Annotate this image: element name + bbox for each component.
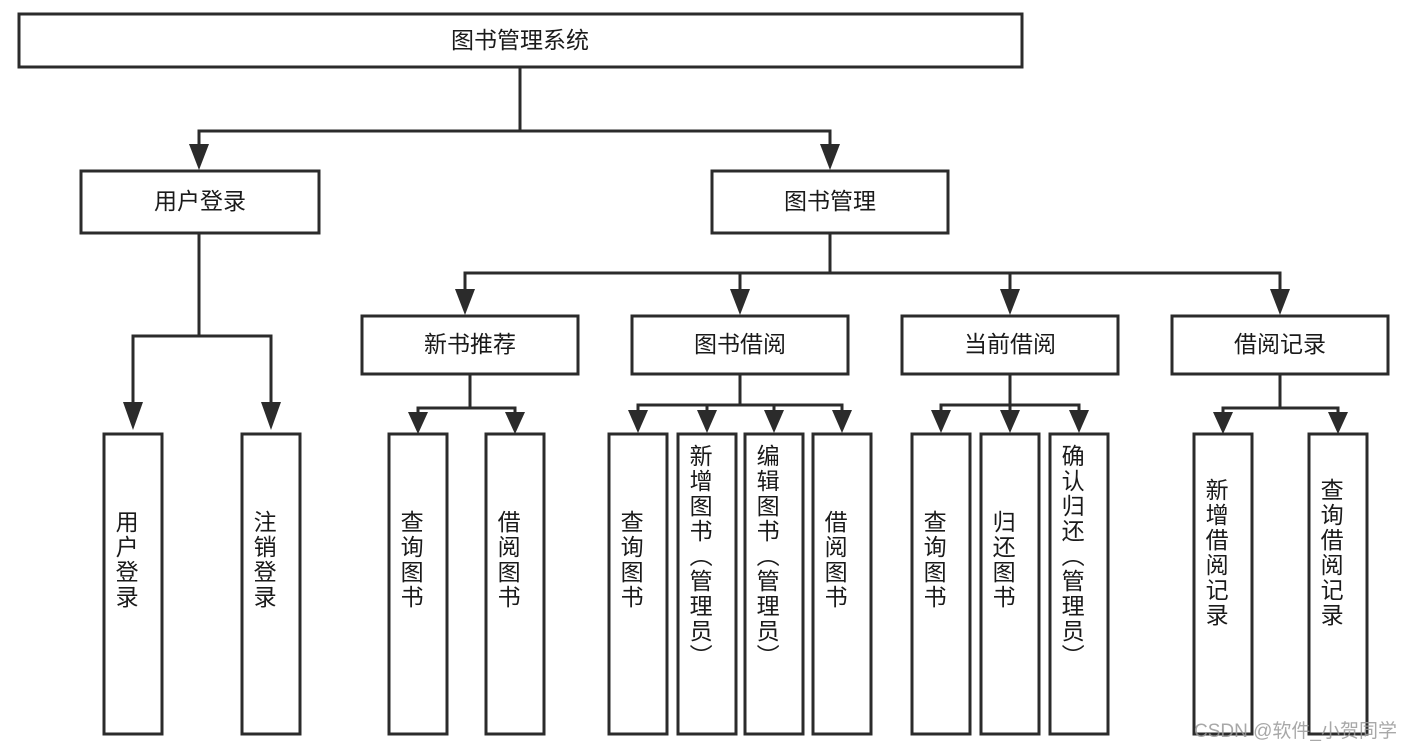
leaf-box-cb-query-book[interactable] <box>910 432 972 736</box>
node-root-label: 图书管理系统 <box>451 27 589 53</box>
leaf-box-cb-confirm-return[interactable] <box>1048 432 1110 736</box>
csdn-watermark: CSDN @软件_小贺同学 <box>1194 721 1397 742</box>
arrow-head-bb-leaf3 <box>764 410 784 433</box>
connector-group-userlogin <box>123 231 281 430</box>
arrow-head-bb-leaf4 <box>832 410 852 433</box>
arrow-head-newbook-leaf1 <box>408 412 428 434</box>
leaf-box-user-login[interactable] <box>102 432 164 736</box>
leaf-box-bb-borrow-book[interactable] <box>811 432 873 736</box>
arrow-head-userlogin <box>189 144 209 170</box>
node-borrow-record-label: 借阅记录 <box>1234 331 1326 357</box>
connector-group-borrowrecord <box>1213 373 1348 434</box>
arrow-head-bb-leaf2 <box>697 410 717 433</box>
node-book-management-label: 图书管理 <box>784 188 876 214</box>
connector-group-bookborrow <box>628 373 852 433</box>
arrow-head-br-leaf1 <box>1213 412 1233 434</box>
node-user-login-label: 用户登录 <box>154 188 246 214</box>
arrow-head-cb-leaf3 <box>1069 410 1089 433</box>
arrow-head-borrowrecord <box>1270 289 1290 315</box>
leaf-box-cb-return-book[interactable] <box>979 432 1041 736</box>
leaf-box-nb-borrow-book[interactable] <box>484 432 546 736</box>
connector-group-newbook <box>408 373 525 434</box>
arrow-head-cb-leaf2 <box>1000 410 1020 433</box>
leaf-box-br-add-record[interactable] <box>1192 432 1254 736</box>
leaf-box-bb-query-book[interactable] <box>607 432 669 736</box>
node-current-borrow-box[interactable] <box>900 314 1120 376</box>
arrow-head-br-leaf2 <box>1328 412 1348 434</box>
leaf-box-nb-query-book[interactable] <box>387 432 449 736</box>
leaf-box-logout[interactable] <box>240 432 302 736</box>
leaf-box-bb-edit-book[interactable] <box>743 432 805 736</box>
node-book-borrow-box[interactable] <box>630 314 850 376</box>
arrow-head-bookborrow <box>730 289 750 315</box>
node-root-box[interactable] <box>17 12 1024 69</box>
node-new-book-recommend-label: 新书推荐 <box>424 331 516 357</box>
arrow-head-leaf-user-login <box>123 402 143 430</box>
arrow-head-bookmgmt <box>820 144 840 170</box>
node-user-login-box[interactable] <box>79 169 321 235</box>
node-borrow-record-box[interactable] <box>1170 314 1390 376</box>
arrow-head-leaf-logout <box>261 402 281 430</box>
arrow-head-newbook <box>455 289 475 315</box>
connector-group-root <box>189 65 840 170</box>
connector-group-bookmgmt <box>455 231 1290 315</box>
node-current-borrow-label: 当前借阅 <box>964 331 1056 357</box>
node-book-management-box[interactable] <box>710 169 950 235</box>
leaf-box-br-query-record[interactable] <box>1307 432 1369 736</box>
arrow-head-currentborrow <box>1000 289 1020 315</box>
node-new-book-recommend-box[interactable] <box>360 314 580 376</box>
arrow-head-newbook-leaf2 <box>505 412 525 434</box>
leaf-box-bb-add-book[interactable] <box>676 432 738 736</box>
connector-group-currentborrow <box>931 373 1089 433</box>
node-book-borrow-label: 图书借阅 <box>694 331 786 357</box>
arrow-head-bb-leaf1 <box>628 410 648 433</box>
arrow-head-cb-leaf1 <box>931 410 951 433</box>
